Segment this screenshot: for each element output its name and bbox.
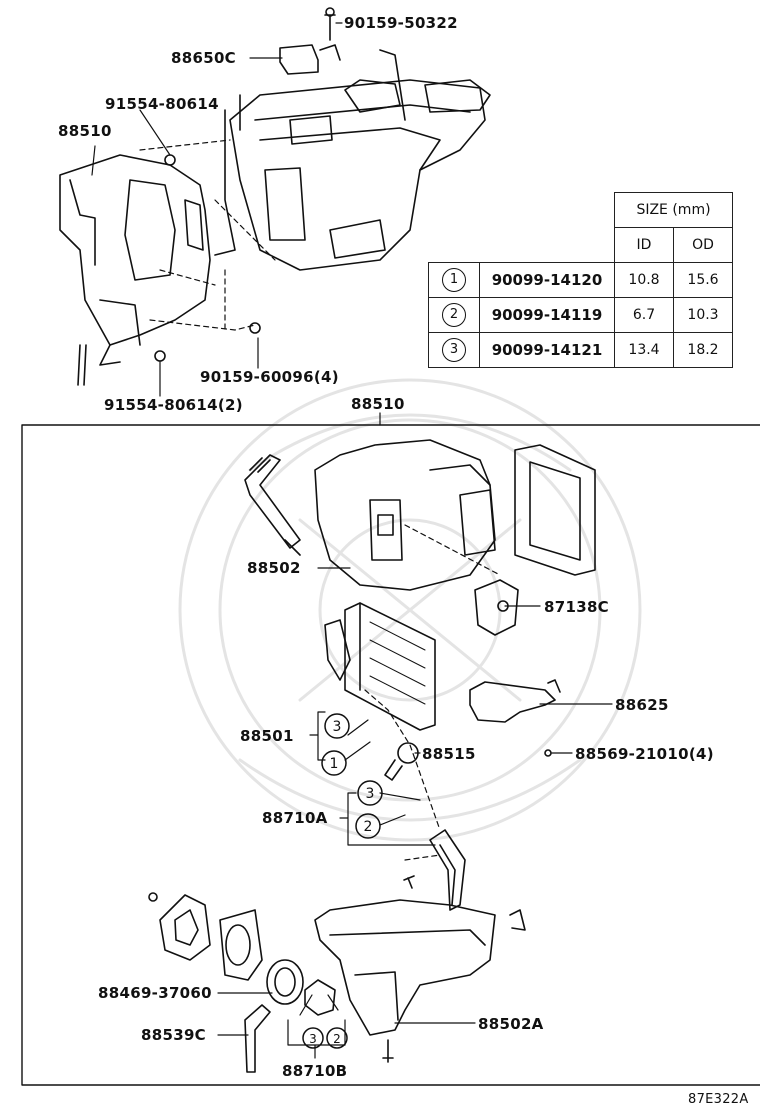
marker-evap-bottom-text: 1: [330, 756, 339, 772]
table-row: 1 90099-14120 10.8 15.6: [428, 262, 733, 298]
callout-screw-bottom: 90159-60096(4): [200, 368, 339, 386]
callout-case-lower: 88502A: [478, 1015, 544, 1033]
callout-unit-left: 88510: [58, 122, 112, 140]
table-row: 3 90099-14121 13.4 18.2: [428, 332, 733, 368]
callout-sensor: 87138C: [544, 598, 609, 616]
callout-module-top: 88650C: [171, 49, 236, 67]
callout-thermistor: 88625: [615, 696, 669, 714]
marker-pipe-a-bottom: [355, 813, 381, 839]
size-table-header-row: SIZE (mm): [429, 192, 733, 228]
callout-pipe-a: 88710A: [262, 809, 328, 827]
circle-markers: [302, 713, 383, 1049]
table-row: 2 90099-14119 6.7 10.3: [428, 297, 733, 333]
lower-callout-leaders: [217, 567, 613, 1059]
figure-code: 87E322A: [688, 1092, 749, 1107]
part-number-cell: 90099-14120: [479, 262, 615, 298]
part-number-cell: 90099-14121: [479, 332, 615, 368]
part-number-cell: 90099-14119: [479, 297, 615, 333]
marker-pipe-a-top-text: 3: [366, 786, 375, 802]
expansion-valve-drawing: [384, 742, 419, 781]
main-assembly-frame: [21, 424, 760, 1086]
size-header: SIZE (mm): [614, 192, 733, 228]
lower-left-parts-drawing: [148, 892, 394, 1073]
clip-drawing: [544, 749, 552, 757]
id-cell: 6.7: [614, 297, 674, 333]
callout-evaporator: 88501: [240, 727, 294, 745]
evaporator-drawing: [324, 602, 436, 731]
marker-pipe-a-top: [357, 780, 383, 806]
top-heater-housing-drawing: [214, 49, 491, 271]
pipe-a-drawing: [429, 829, 466, 911]
marker-pipe-b-left-text: 3: [309, 1032, 317, 1046]
col-id-header: ID: [614, 227, 674, 263]
callout-valve: 88515: [422, 745, 476, 763]
size-table-subheader-row: ID OD: [429, 227, 733, 263]
od-cell: 15.6: [673, 262, 733, 298]
upper-case-drawing: [314, 439, 496, 591]
upper-pipe-drawing: [244, 454, 301, 556]
callout-screw-left: 91554-80614: [105, 95, 219, 113]
callout-case-upper: 88502: [247, 559, 301, 577]
col-od-header: OD: [673, 227, 733, 263]
row-number-badge: 1: [442, 268, 466, 292]
marker-evap-top-text: 3: [333, 719, 342, 735]
lower-case-drawing: [314, 899, 526, 1036]
od-cell: 10.3: [673, 297, 733, 333]
marker-pipe-a-bottom-text: 2: [364, 819, 373, 835]
top-callout-leaders: [91, 22, 343, 397]
callout-bolt-top: 90159-50322: [344, 14, 458, 32]
callout-pipe-b: 88710B: [282, 1062, 348, 1080]
id-cell: 13.4: [614, 332, 674, 368]
marker-evap-bottom: [321, 750, 347, 776]
callout-clip: 88569-21010(4): [575, 745, 714, 763]
callout-drain-hose: 88539C: [141, 1026, 206, 1044]
id-cell: 10.8: [614, 262, 674, 298]
circle-marker-numbers: 3 1 3 2 3 2: [309, 719, 374, 1046]
row-number-badge: 3: [442, 338, 466, 362]
marker-pipe-b-left: [302, 1027, 324, 1049]
row-number-badge: 2: [442, 303, 466, 327]
marker-evap-top: [324, 713, 350, 739]
marker-pipe-b-right: [326, 1027, 348, 1049]
callout-gasket: 88469-37060: [98, 984, 212, 1002]
marker-pipe-b-right-text: 2: [333, 1032, 341, 1046]
callout-unit-main: 88510: [351, 395, 405, 413]
od-cell: 18.2: [673, 332, 733, 368]
seal-frame-drawing: [514, 444, 596, 576]
callout-screw-bottom-left: 91554-80614(2): [104, 396, 243, 414]
top-dashed-leaders: [139, 139, 276, 331]
top-left-unit-drawing: [59, 154, 211, 386]
top-small-parts: [154, 7, 341, 362]
thermistor-drawing: [469, 679, 561, 723]
o-ring-size-table: SIZE (mm) ID OD 1 90099-14120 10.8 15.6 …: [428, 192, 733, 368]
